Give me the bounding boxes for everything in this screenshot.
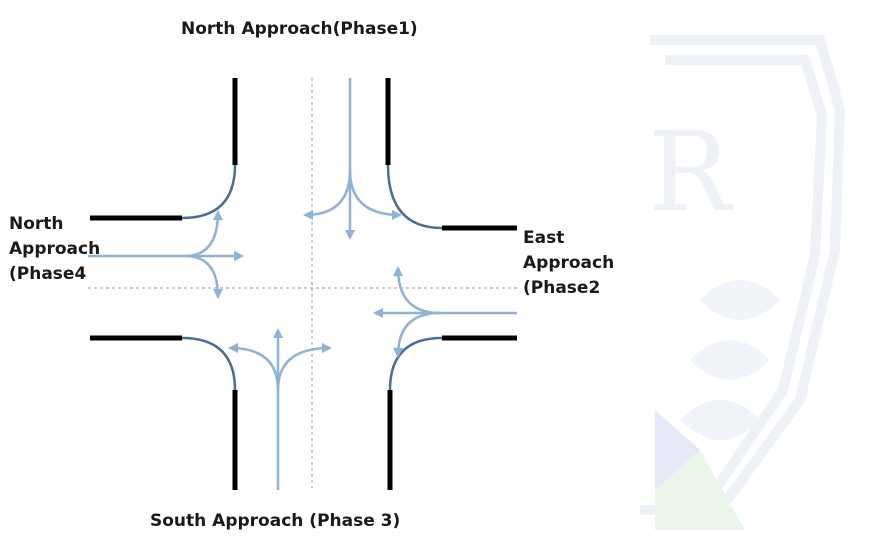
east-label-line-2: Approach xyxy=(523,253,615,273)
west-label-line-3: (Phase4 xyxy=(9,264,87,284)
west-approach-label: North Approach (Phase4 xyxy=(9,212,100,287)
east-label-line-3: (Phase2 xyxy=(523,278,601,298)
svg-text:R: R xyxy=(648,108,734,236)
west-label-line-2: Approach xyxy=(9,239,101,259)
west-label-line-1: North xyxy=(9,214,64,234)
north-movements xyxy=(303,78,402,240)
east-label-line-1: East xyxy=(523,228,565,248)
west-movements xyxy=(88,210,244,299)
watermark: R xyxy=(640,35,846,530)
south-approach-label: South Approach (Phase 3) xyxy=(150,511,401,531)
east-movements xyxy=(373,266,517,358)
north-approach-label: North Approach(Phase1) xyxy=(181,19,418,39)
east-approach-label: East Approach (Phase2 xyxy=(523,226,614,301)
road-curbs xyxy=(90,78,517,490)
movement-arrows xyxy=(88,78,517,490)
south-movements xyxy=(228,328,332,490)
